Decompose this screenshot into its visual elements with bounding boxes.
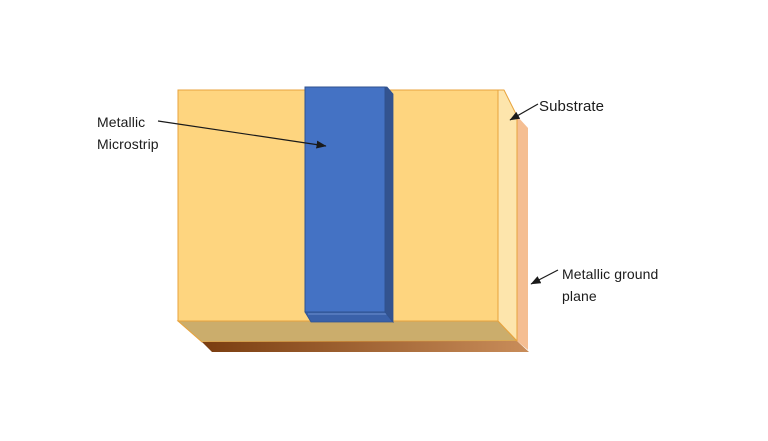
substrate-side-face <box>497 89 518 342</box>
substrate-leader-arrow <box>509 103 539 121</box>
ground-plane-leader-arrow <box>530 269 559 285</box>
substrate-bottom-face <box>176 320 519 343</box>
ground-plane-label: Metallic ground plane <box>562 263 658 307</box>
microstrip-label-line1: Metallic <box>97 114 146 130</box>
substrate-label: Substrate <box>539 98 605 115</box>
ground-plane-bottom-face <box>202 341 529 352</box>
microstrip-side-face <box>384 86 394 324</box>
ground-plane-label-line1: Metallic ground <box>562 266 659 282</box>
microstrip-label: Metallic Microstrip <box>97 111 159 155</box>
microstrip-label-line2: Microstrip <box>97 136 159 152</box>
microstrip-leader-arrow <box>157 120 327 149</box>
ground-plane-label-line2: plane <box>562 288 597 304</box>
ground-plane-side-face <box>517 116 528 350</box>
microstrip-front-face <box>304 86 386 313</box>
